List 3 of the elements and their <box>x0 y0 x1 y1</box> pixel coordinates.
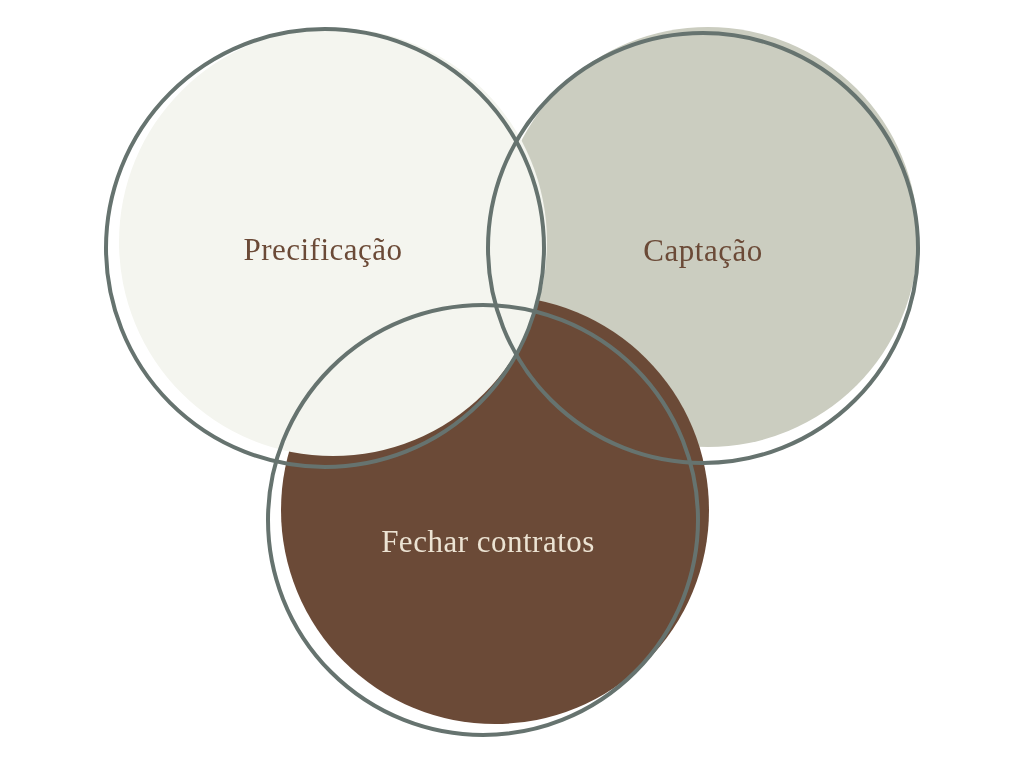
circle-label: Captação <box>643 232 763 270</box>
circle-label: Fechar contratos <box>381 523 595 561</box>
circle-label: Precificação <box>243 231 403 269</box>
